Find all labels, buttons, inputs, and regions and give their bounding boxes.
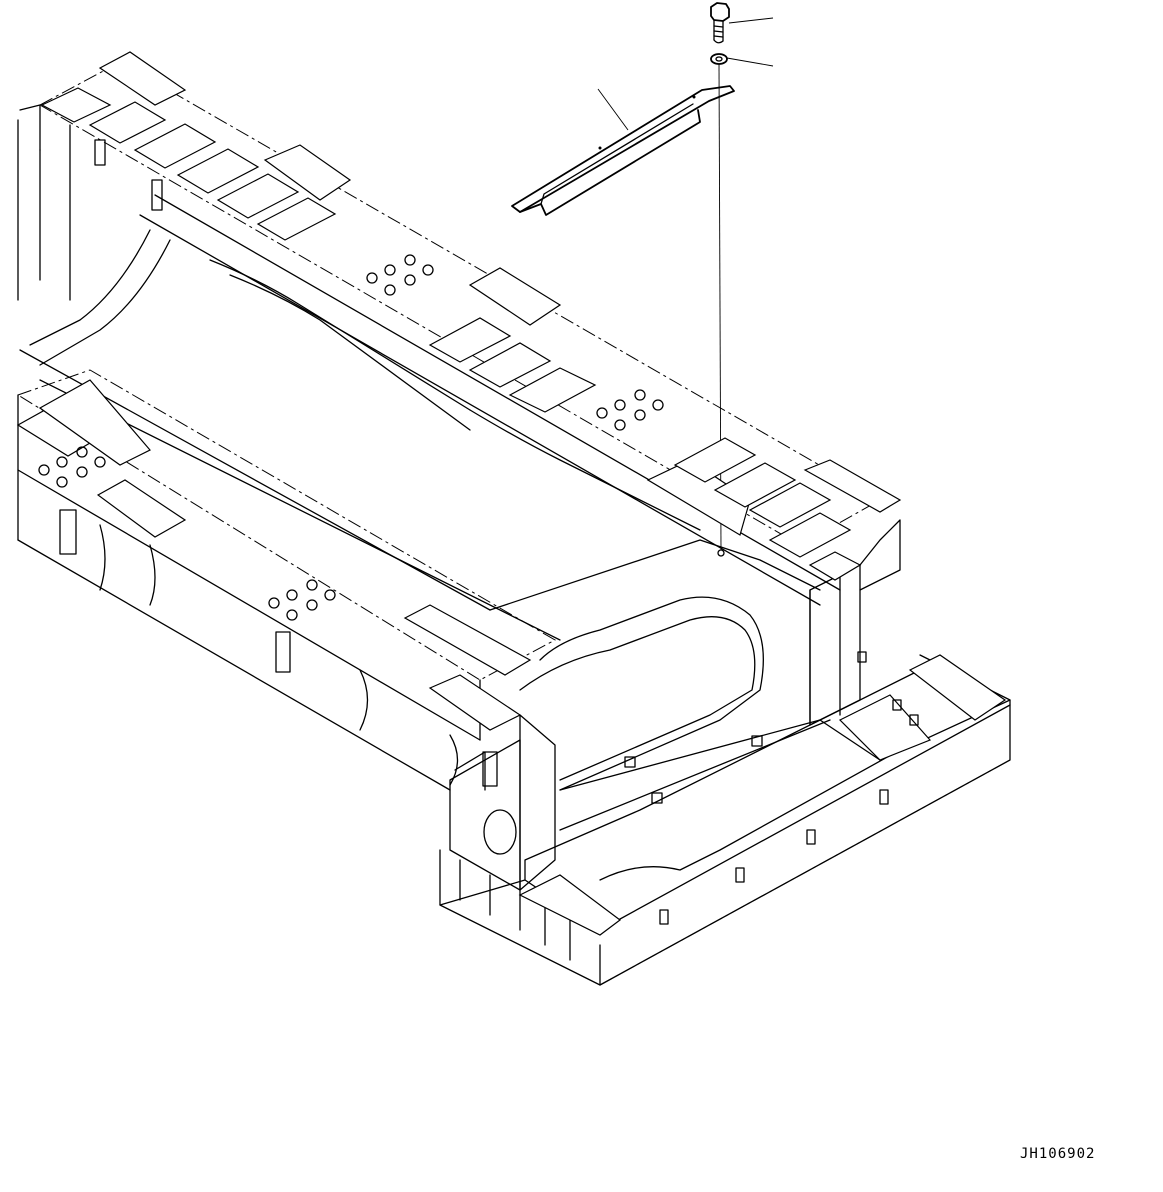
upper-rail-pads — [40, 51, 902, 581]
washer-part — [710, 53, 728, 65]
bolt-part — [710, 2, 730, 44]
drawing-reference-code: JH106902 — [1020, 1146, 1096, 1162]
cover-plate-part — [511, 85, 735, 216]
callout-leader-bolt — [728, 17, 774, 24]
bolt-clusters — [38, 254, 664, 621]
clips — [59, 139, 919, 925]
callout-leaders — [597, 17, 774, 131]
bolt-hole — [717, 549, 725, 557]
lower-rail-pads — [16, 379, 1007, 936]
callout-leader-washer — [726, 57, 774, 67]
assembly-center-line — [718, 63, 722, 551]
callout-leader-cover-plate — [597, 88, 629, 131]
